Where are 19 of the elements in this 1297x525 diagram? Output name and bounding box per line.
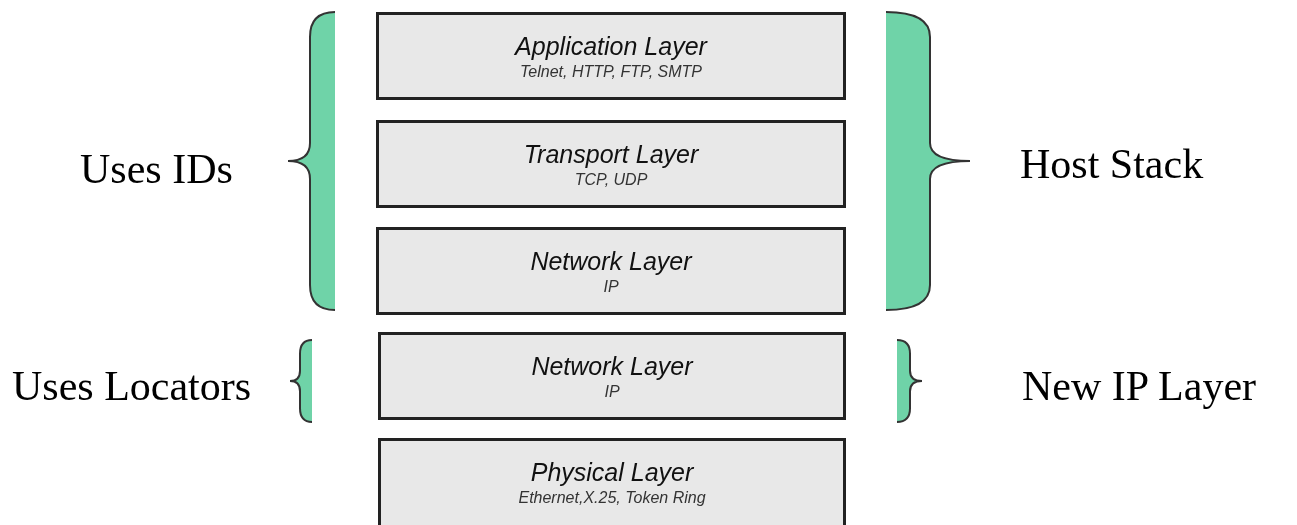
layer-box: [376, 227, 846, 315]
layer-box: [378, 332, 846, 420]
protocol-list: Telnet, HTTP, FTP, SMTP: [379, 62, 843, 82]
layer-name: Application Layer: [513, 32, 709, 60]
layer-name: Transport Layer: [522, 140, 700, 168]
layer-name: Physical Layer: [529, 458, 695, 486]
protocol-list: TCP, UDP: [379, 170, 843, 190]
protocol-list: IP: [379, 277, 843, 297]
layer-name: Network Layer: [530, 352, 695, 380]
protocol-list: Ethernet,X.25, Token Ring: [381, 488, 843, 508]
layer-box: [376, 120, 846, 208]
protocol-list: IP: [381, 382, 843, 402]
side-label: Uses Locators: [12, 362, 252, 410]
layer-box: [376, 12, 846, 100]
layer-name: Network Layer: [529, 247, 694, 275]
layer-box: [378, 438, 846, 525]
side-label: New IP Layer: [1022, 362, 1256, 410]
side-label: Uses IDs: [80, 145, 233, 193]
side-label: Host Stack: [1020, 140, 1204, 188]
